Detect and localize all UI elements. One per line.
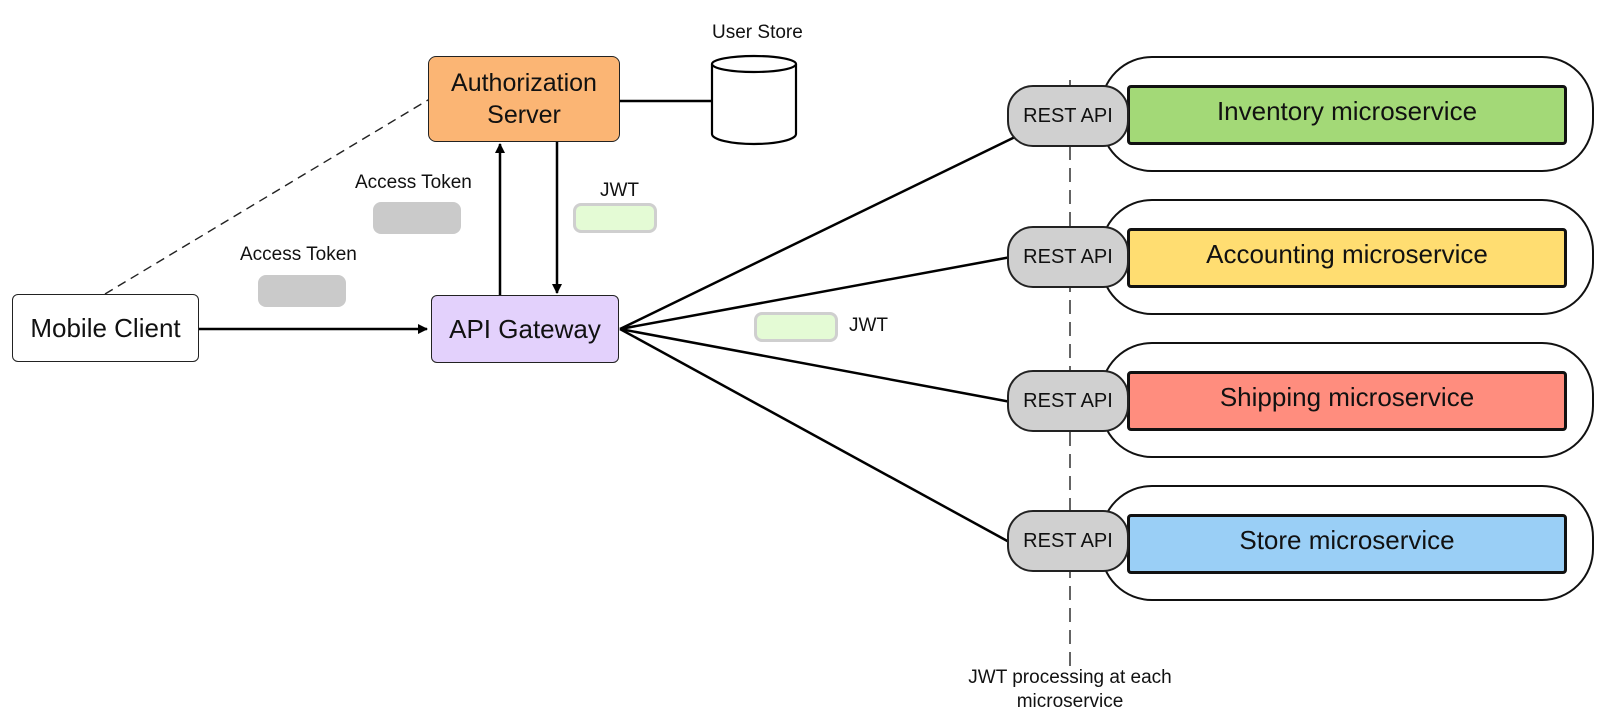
user-store-database-icon	[710, 54, 798, 146]
dashed-trust-line	[104, 96, 434, 295]
mobile-client-label: Mobile Client	[30, 312, 181, 343]
jwt-middle-label: JWT	[849, 315, 889, 336]
authorization-server-label-line2: Server	[487, 101, 561, 129]
gateway-to-inventory-line	[619, 135, 1016, 331]
accounting-microservice: Accounting microservice	[1127, 228, 1567, 288]
authorization-server-label-line1: Authorization	[451, 69, 597, 97]
shipping-rest-api: REST API	[1007, 370, 1129, 432]
shipping-microservice: Shipping microservice	[1127, 371, 1567, 431]
jwt-upper-badge	[573, 203, 657, 233]
jwt-upper-label: JWT	[600, 180, 640, 201]
accounting-rest-api: REST API	[1007, 226, 1129, 288]
gateway-to-shipping-line	[619, 327, 1012, 404]
api-gateway-node: API Gateway	[431, 295, 619, 363]
api-gateway-label: API Gateway	[449, 313, 601, 344]
accounting-microservice-label: Accounting microservice	[1206, 238, 1488, 269]
inventory-microservice-label: Inventory microservice	[1216, 95, 1478, 126]
accounting-rest-api-label: REST API	[1023, 245, 1113, 268]
jwt-processing-caption-line2: microservice	[1016, 691, 1124, 712]
inventory-rest-api: REST API	[1007, 85, 1129, 147]
mobile-client-node: Mobile Client	[12, 294, 199, 362]
user-store-label: User Store	[712, 22, 803, 43]
jwt-processing-caption-line1: JWT processing at each	[968, 667, 1172, 688]
jwt-middle-badge	[754, 312, 838, 342]
authorization-server-node: Authorization Server	[428, 56, 620, 142]
access-token-lower-badge	[258, 275, 346, 307]
access-token-lower-label: Access Token	[240, 244, 357, 265]
authorization-server-label: Authorization Server	[451, 67, 597, 131]
store-microservice-label: Store microservice	[1239, 524, 1455, 555]
access-token-upper-label: Access Token	[355, 172, 472, 193]
store-rest-api-label: REST API	[1023, 529, 1113, 552]
gateway-to-store-line	[619, 327, 1012, 545]
store-rest-api: REST API	[1007, 510, 1129, 572]
store-microservice: Store microservice	[1127, 514, 1567, 574]
gateway-to-accounting-line	[619, 255, 1012, 331]
shipping-microservice-label: Shipping microservice	[1219, 381, 1475, 412]
access-token-upper-badge	[373, 202, 461, 234]
jwt-processing-caption: JWT processing at each microservice	[945, 666, 1195, 714]
inventory-microservice: Inventory microservice	[1127, 85, 1567, 145]
shipping-rest-api-label: REST API	[1023, 389, 1113, 412]
inventory-rest-api-label: REST API	[1023, 104, 1113, 127]
